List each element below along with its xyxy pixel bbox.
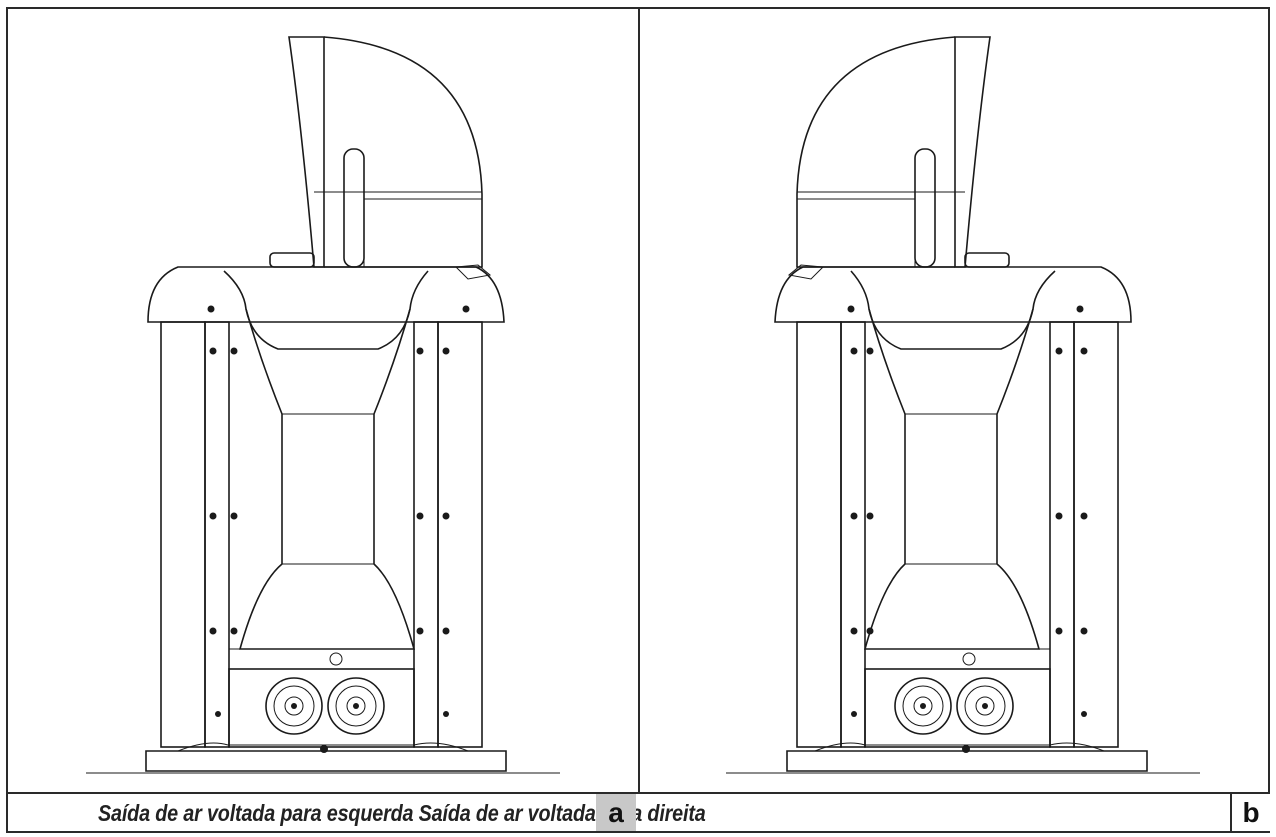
machine-front-view-b: [726, 36, 1200, 774]
bolts-b: [847, 305, 1088, 717]
air-outlet-duct: [954, 36, 991, 268]
top-hood: [774, 266, 1132, 323]
bolts-a: [207, 305, 470, 717]
hub-right: [327, 677, 385, 735]
caption-row: Saída de ar voltada para esquerda Saída …: [8, 792, 1270, 831]
control-pad: [964, 252, 1010, 268]
right-column: [437, 321, 483, 748]
left-column: [796, 321, 842, 748]
central-funnel: [238, 308, 416, 650]
machine-base: [145, 750, 507, 772]
panel-label-b: b: [1230, 794, 1270, 831]
control-pad: [269, 252, 315, 268]
panel-label-a: a: [596, 794, 636, 831]
machine-drawing-a: [86, 36, 560, 774]
panel-a-air-outlet-left: [8, 9, 640, 792]
machine-drawing-b: [726, 36, 1200, 774]
hub-left: [265, 677, 323, 735]
central-funnel: [863, 308, 1041, 650]
hub-right: [956, 677, 1014, 735]
lower-compartment: [864, 668, 1051, 748]
figure-frame: Saída de ar voltada para esquerda Saída …: [6, 7, 1270, 833]
air-outlet-duct: [288, 36, 325, 268]
hub-left: [894, 677, 952, 735]
center-fin: [343, 148, 365, 268]
machine-base: [786, 750, 1148, 772]
left-column: [160, 321, 206, 748]
right-column: [1073, 321, 1119, 748]
top-hood: [147, 266, 505, 323]
panel-b-air-outlet-right: [640, 9, 1270, 792]
center-fin: [914, 148, 936, 268]
machine-front-view-a: [86, 36, 560, 774]
